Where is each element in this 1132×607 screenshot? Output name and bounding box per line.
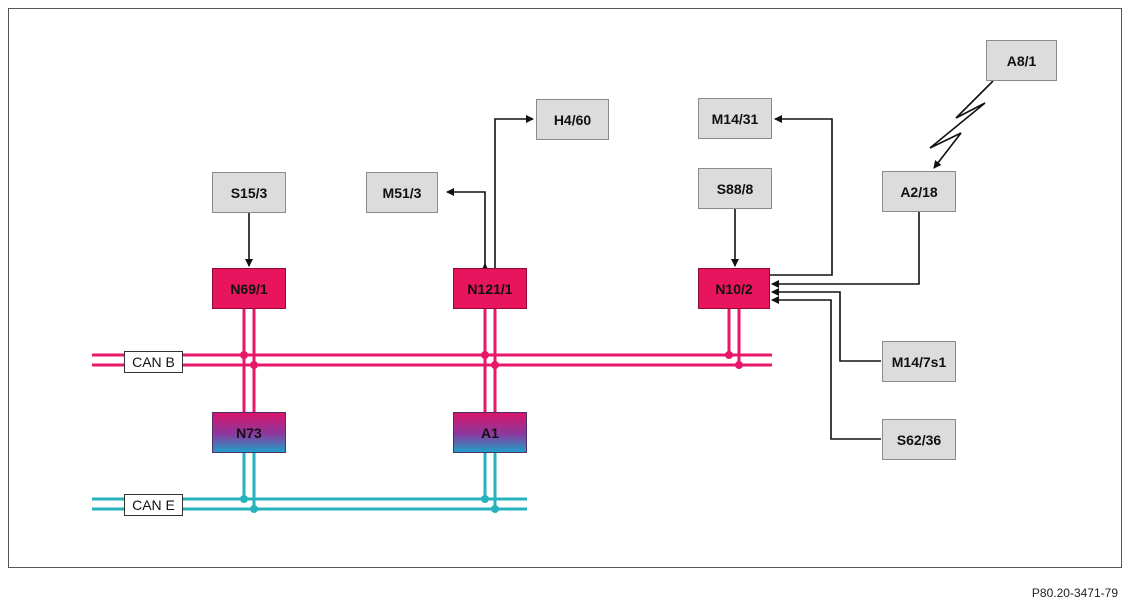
n69-1-box: N69/1 [212, 268, 286, 309]
a1-box: A1 [453, 412, 527, 453]
m51-3-box: M51/3 [366, 172, 438, 213]
can-b-bus [92, 308, 772, 412]
signal-wires [245, 80, 994, 440]
a2-18-box: A2/18 [882, 171, 956, 212]
can-b-junctions [240, 351, 743, 369]
figure-reference: P80.20-3471-79 [1031, 586, 1118, 600]
a8-1-box: A8/1 [986, 40, 1057, 81]
m14-31-box: M14/31 [698, 98, 772, 139]
can-e-junctions [240, 495, 499, 513]
can-e-label: CAN E [124, 494, 183, 516]
s62-36-box: S62/36 [882, 419, 956, 460]
h4-60-box: H4/60 [536, 99, 609, 140]
m14-7s1-box: M14/7s1 [882, 341, 956, 382]
n10-2-box: N10/2 [698, 268, 770, 309]
n73-box: N73 [212, 412, 286, 453]
s88-8-box: S88/8 [698, 168, 772, 209]
can-b-label: CAN B [124, 351, 183, 373]
n121-1-box: N121/1 [453, 268, 527, 309]
s15-3-box: S15/3 [212, 172, 286, 213]
